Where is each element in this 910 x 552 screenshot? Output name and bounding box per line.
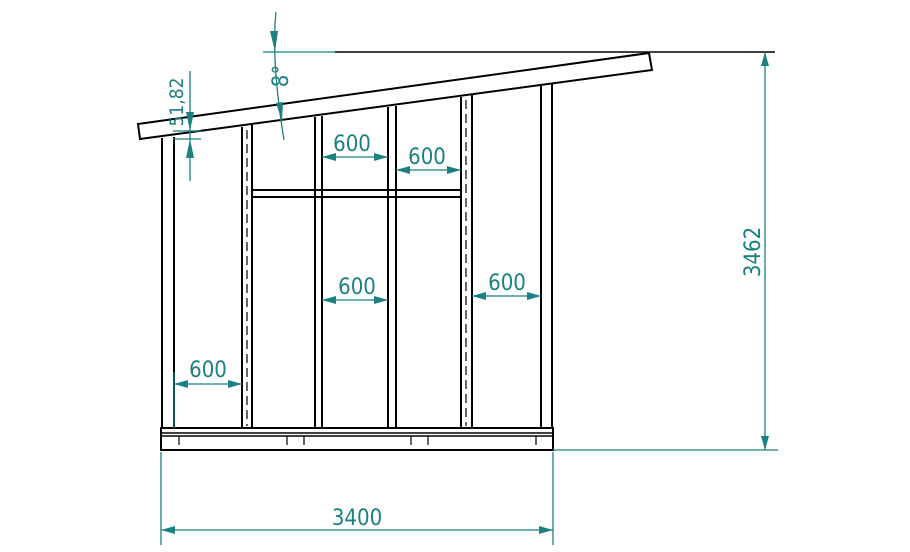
wall-studs <box>161 84 553 428</box>
stud-5 <box>460 95 473 428</box>
stud-2 <box>241 125 253 428</box>
dimension-roof-thickness: 51,82 <box>166 71 201 181</box>
dimension-overall-width: 3400 <box>160 452 554 545</box>
dimension-text: 3400 <box>332 506 382 531</box>
dimension-text: 600 <box>408 145 446 170</box>
stud-3 <box>314 116 323 428</box>
stud-4 <box>387 106 397 428</box>
dimension-text: 600 <box>189 358 227 383</box>
dimension-overall-height: 3462 <box>553 52 778 451</box>
stud-left-corner <box>161 137 175 428</box>
dimension-spacing-left: 600 <box>173 358 242 428</box>
window-header <box>252 189 461 198</box>
stud-right-corner <box>540 84 553 428</box>
dimension-text: 600 <box>488 271 526 296</box>
bottom-plate <box>160 427 554 451</box>
dimension-spacing-right: 600 <box>472 271 541 300</box>
dimension-text: 600 <box>338 275 376 300</box>
dimension-spacing-top-left: 600 <box>322 132 388 161</box>
dimension-text: 8° <box>269 65 294 87</box>
roof-rafter <box>136 51 654 141</box>
dimension-spacing-middle: 600 <box>322 275 388 304</box>
dimension-spacing-top-right: 600 <box>396 145 461 174</box>
dimension-roof-angle: 8° <box>263 11 335 141</box>
dimension-text: 3462 <box>741 227 766 277</box>
dimension-text: 600 <box>333 132 371 157</box>
dimension-text: 51,82 <box>166 78 188 127</box>
